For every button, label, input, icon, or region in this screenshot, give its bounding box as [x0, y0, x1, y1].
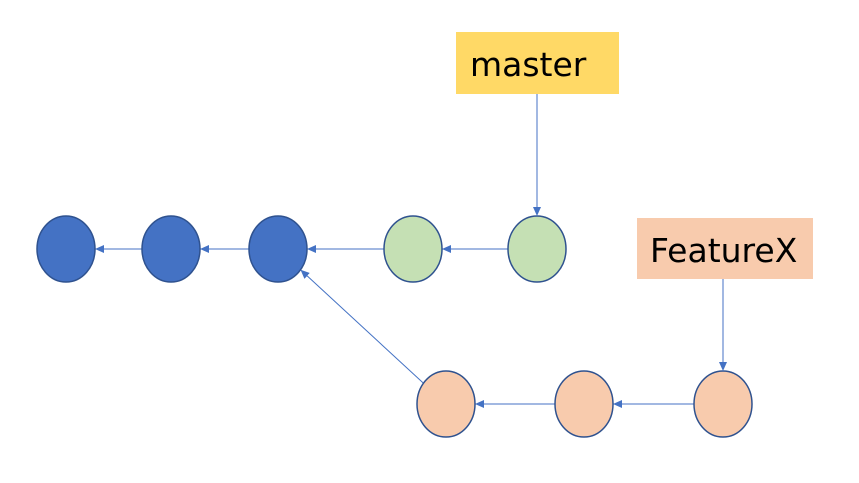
commit-node-master [507, 215, 567, 283]
branch-label-text: master [470, 45, 587, 84]
commit-node-shared [248, 215, 308, 283]
parent-arrow-f1-to-c3 [300, 269, 424, 384]
commit-links [95, 245, 694, 408]
branch-label-box [456, 32, 619, 94]
commit-node-shared [141, 215, 201, 283]
commit-node-master [383, 215, 443, 283]
branch-label-text: FeatureX [650, 231, 797, 270]
branch-label-box [637, 218, 813, 279]
branch-label-featurex: FeatureX [637, 218, 813, 371]
branch-label-master: master [456, 32, 619, 216]
commit-node-shared [36, 215, 96, 283]
commit-nodes [36, 215, 753, 438]
commit-node-feature [693, 370, 753, 438]
commit-node-feature [554, 370, 614, 438]
commit-node-feature [416, 370, 476, 438]
